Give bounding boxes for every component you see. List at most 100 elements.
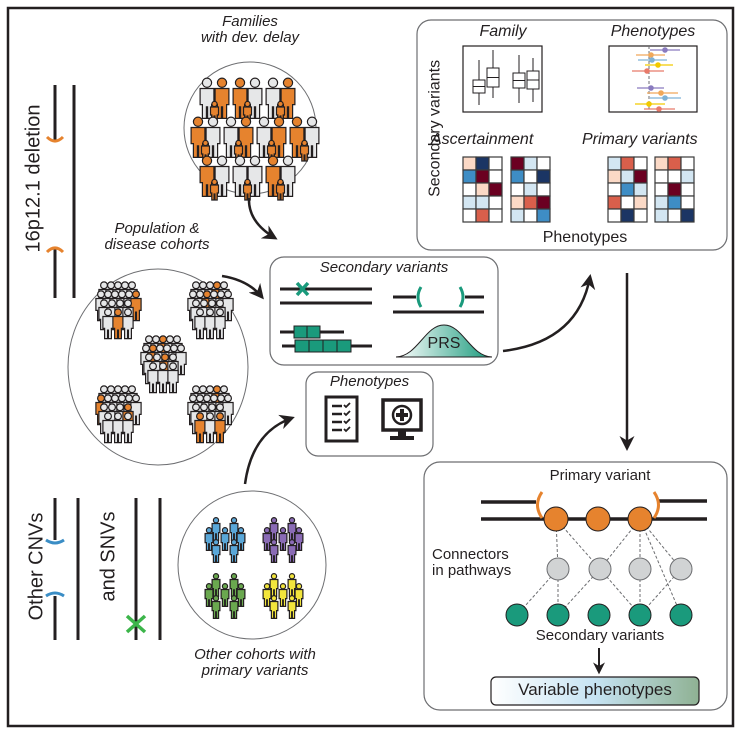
- heatmap-cell: [654, 182, 669, 197]
- heatmap-cell: [620, 169, 635, 184]
- person-figure: [211, 595, 221, 620]
- secondary-variant-node: [669, 603, 693, 627]
- heatmap-cell: [510, 169, 525, 184]
- connectors-label: Connectors in pathways: [432, 547, 511, 579]
- population-label-line2: disease cohorts: [104, 235, 210, 253]
- snv-x-icon: [125, 614, 147, 634]
- other-cohorts-circle: [177, 490, 327, 640]
- heatmap-cell: [680, 169, 695, 184]
- secondary-cnv-glyph: [393, 286, 484, 314]
- forest-point: [655, 62, 661, 68]
- person-figure: [194, 308, 206, 340]
- heatmap-cell: [607, 169, 622, 184]
- child-figure: [275, 178, 286, 201]
- heatmap-cell: [680, 156, 695, 171]
- population-label-line1: Population &: [114, 220, 200, 237]
- person-figure: [278, 527, 288, 552]
- child-figure: [299, 139, 310, 162]
- heatmap-cell: [510, 208, 525, 223]
- heatmap-cell: [488, 182, 503, 197]
- cnv-breakpoint-bottom: [45, 591, 65, 598]
- person-figure: [122, 412, 134, 444]
- heatmap-cell: [488, 156, 503, 171]
- heatmap-cell: [462, 182, 477, 197]
- connectors-label-line1: Connectors: [432, 546, 509, 563]
- analysis-y-label: Secondary variants: [426, 59, 444, 197]
- families-label-line1: Families: [222, 13, 278, 30]
- deletion-chromosomes: [45, 85, 76, 298]
- deletion-breakpoint-top: [45, 135, 65, 143]
- secondary-variant-node: [505, 603, 529, 627]
- heatmap-cell: [523, 169, 538, 184]
- heatmap-cell: [633, 156, 648, 171]
- person-figure: [287, 595, 297, 620]
- arrow-families-to-secondary: [247, 197, 278, 240]
- person-figure: [102, 412, 114, 444]
- arrow-population-to-secondary: [221, 274, 264, 300]
- person-figure: [278, 583, 288, 608]
- primary-variants-label: Primary variants: [582, 131, 698, 148]
- primary-variant-node: [585, 506, 611, 532]
- other-cnv-chromosomes: [45, 498, 162, 640]
- heatmap-cell: [488, 195, 503, 210]
- and-snvs-label: and SNVs: [97, 511, 120, 602]
- heatmap-cell: [680, 195, 695, 210]
- heatmap-cell: [620, 195, 635, 210]
- heatmap-cell: [654, 169, 669, 184]
- heatmap-cell: [462, 195, 477, 210]
- other-cohorts-label: Other cohorts with primary variants: [160, 647, 350, 679]
- connector-node: [669, 557, 693, 581]
- person-figure: [157, 362, 169, 394]
- forest-point: [646, 101, 652, 107]
- person-figure: [122, 308, 134, 340]
- heatmap-cell: [475, 182, 490, 197]
- person-figure: [211, 539, 221, 564]
- heatmap-cell: [633, 195, 648, 210]
- heatmap-cell: [607, 182, 622, 197]
- variable-phenotypes-box: [490, 676, 700, 706]
- person-figure: [112, 308, 124, 340]
- phenotypes-box-title: Phenotypes: [329, 373, 410, 390]
- heatmap-cell: [475, 169, 490, 184]
- arrow-other-cohorts-to-phenotypes: [243, 414, 295, 485]
- other-cohorts-label-line2: primary variants: [201, 661, 309, 679]
- heatmap-cell: [523, 195, 538, 210]
- heatmap-cell: [607, 208, 622, 223]
- prs-distribution: [395, 324, 493, 358]
- heatmap-cell: [523, 208, 538, 223]
- person-figure: [229, 539, 239, 564]
- person-figure: [204, 412, 216, 444]
- forest-point: [648, 85, 654, 91]
- connector-node: [588, 557, 612, 581]
- connector-node: [546, 557, 570, 581]
- heatmap-cell: [536, 156, 551, 171]
- ascertainment-label: Ascertainment: [431, 131, 534, 148]
- heatmap-cell: [536, 195, 551, 210]
- person-figure: [147, 362, 159, 394]
- primary-variant-node: [627, 506, 653, 532]
- person-figure: [214, 308, 226, 340]
- heatmap-cell: [510, 156, 525, 171]
- primary-breakpoint-right: [652, 491, 660, 519]
- heatmap-cell: [462, 156, 477, 171]
- heatmap-cell: [667, 182, 682, 197]
- outer-frame: [6, 6, 735, 728]
- heatmap-cell: [536, 169, 551, 184]
- person-figure: [167, 362, 179, 394]
- phenotypes-forest-plot: [632, 47, 681, 112]
- secondary-box-title: Secondary variants: [319, 259, 449, 276]
- prs-label: PRS: [427, 335, 461, 352]
- heatmap-cell: [667, 169, 682, 184]
- connector-node: [628, 557, 652, 581]
- person-figure: [229, 595, 239, 620]
- heatmap-cell: [680, 182, 695, 197]
- heatmap-cell: [523, 156, 538, 171]
- heatmaps: [462, 156, 695, 223]
- person-figure: [214, 412, 226, 444]
- heatmap-cell: [680, 208, 695, 223]
- other-cnvs-label: Other CNVs: [25, 512, 48, 621]
- heatmap-cell: [462, 208, 477, 223]
- forest-point: [662, 95, 668, 101]
- secondary-repeat-glyph: [280, 325, 372, 353]
